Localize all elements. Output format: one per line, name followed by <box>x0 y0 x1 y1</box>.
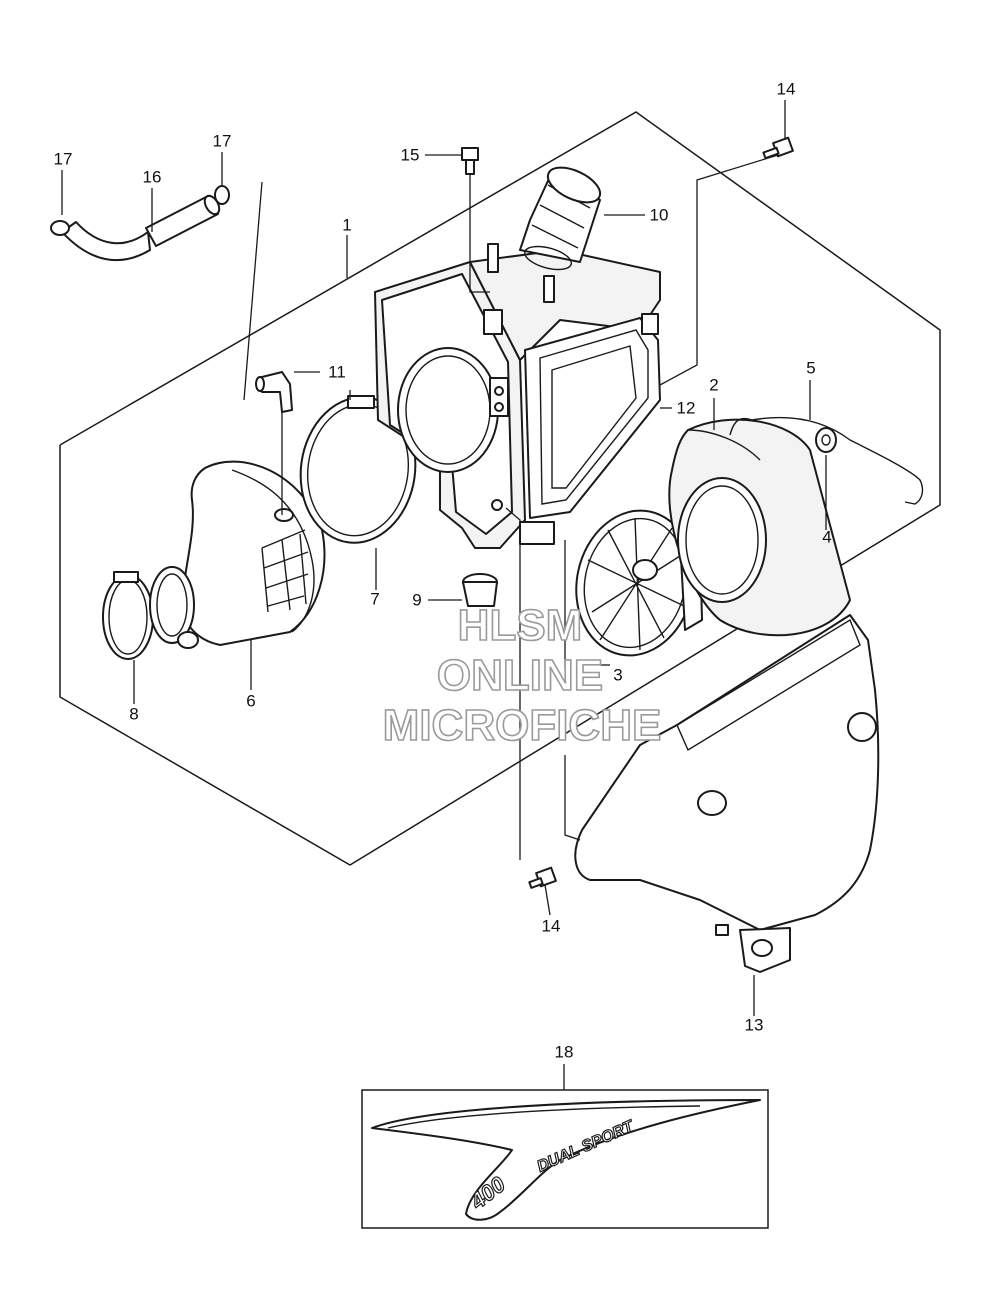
washer[interactable] <box>815 427 837 453</box>
breather-hose[interactable] <box>61 193 222 262</box>
callout-6: 6 <box>246 691 255 710</box>
watermark-line1: HLSM <box>458 601 583 650</box>
gasket-ring[interactable] <box>291 390 424 550</box>
callout-5: 5 <box>806 358 815 377</box>
assembly-frame <box>59 111 941 866</box>
hose-clamp-left[interactable] <box>50 220 70 236</box>
intake-boot[interactable] <box>180 460 326 646</box>
screw-14-bottom[interactable] <box>528 866 557 889</box>
callout-10: 10 <box>650 205 669 224</box>
callout-9: 9 <box>412 590 421 609</box>
callout-17-right: 17 <box>213 131 232 150</box>
callout-1: 1 <box>342 215 351 234</box>
side-cover[interactable] <box>574 614 880 973</box>
callout-7: 7 <box>370 589 379 608</box>
decal-graphic[interactable]: DUAL SPORT 400 <box>371 1099 761 1221</box>
callout-labels: 1 2 3 4 5 6 7 8 9 10 11 12 13 14 14 15 1… <box>54 79 832 1061</box>
callout-14-top: 14 <box>777 79 796 98</box>
callout-3: 3 <box>613 665 622 684</box>
air-cleaner-case[interactable] <box>374 249 661 549</box>
watermark-line2: ONLINE <box>437 651 603 700</box>
callout-2: 2 <box>709 375 718 394</box>
callout-8: 8 <box>129 704 138 723</box>
callout-16: 16 <box>143 167 162 186</box>
breather-fitting[interactable] <box>255 371 293 413</box>
callout-15: 15 <box>401 145 420 164</box>
case-pin-right <box>543 275 555 303</box>
screw-14-top[interactable] <box>762 136 794 160</box>
hose-band[interactable] <box>102 571 154 660</box>
spring-wire[interactable] <box>729 416 924 505</box>
decal-frame <box>361 1089 769 1229</box>
callout-13: 13 <box>745 1015 764 1034</box>
watermark-line3: MICROFICHE <box>383 701 662 750</box>
callout-4: 4 <box>822 527 831 546</box>
callout-17-left: 17 <box>54 149 73 168</box>
hose-clamp-right[interactable] <box>214 185 230 205</box>
leader-lines <box>61 100 827 1090</box>
bolt-15[interactable] <box>461 147 479 175</box>
watermark: HLSM ONLINE MICROFICHE <box>382 600 662 751</box>
callout-12: 12 <box>677 398 696 417</box>
drain-cap[interactable] <box>462 573 498 607</box>
outlet-duct[interactable] <box>519 160 605 273</box>
callout-11: 11 <box>328 362 346 381</box>
filter-element[interactable] <box>668 418 851 637</box>
callout-14-bottom: 14 <box>542 916 561 935</box>
boot-inlet-ring[interactable] <box>149 566 199 649</box>
callout-18: 18 <box>555 1042 574 1061</box>
case-pin-left <box>483 243 503 335</box>
